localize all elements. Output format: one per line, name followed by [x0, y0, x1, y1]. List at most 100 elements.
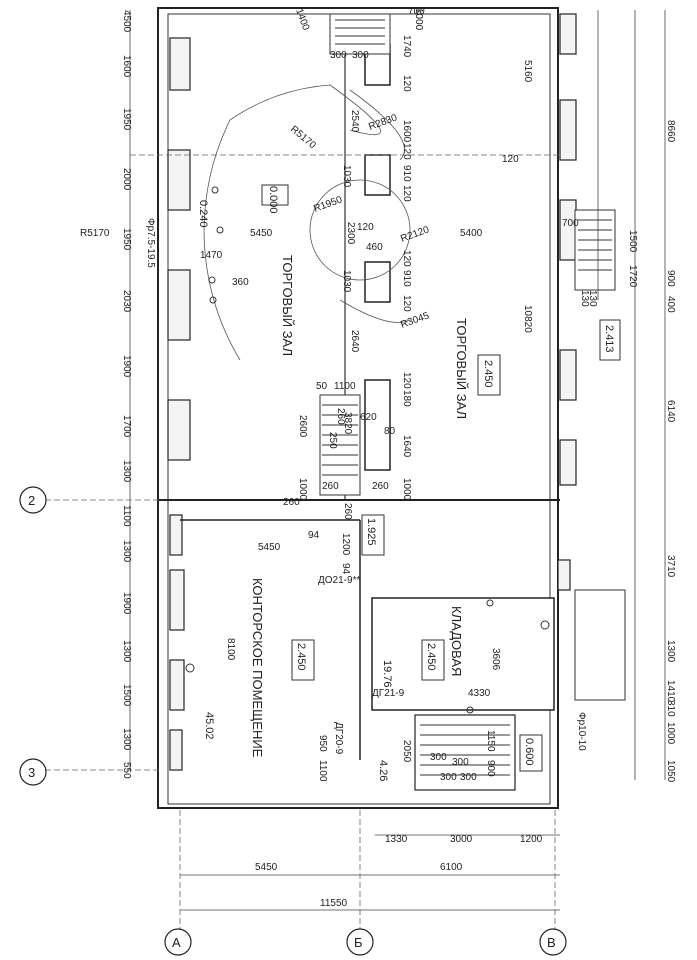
mid-stair	[319, 394, 361, 496]
misc-dim-19: 94	[308, 530, 320, 541]
axis-label-v: В	[547, 935, 556, 950]
misc-dim-30: 950	[317, 735, 328, 752]
equipment-marks	[185, 186, 550, 714]
col-dim-7: 120	[401, 250, 412, 267]
right-entrance-stair	[574, 209, 616, 291]
area-storage: 19.76	[381, 660, 393, 688]
misc-dim-27: 1150	[485, 730, 496, 752]
right-dim-2: 3710	[665, 555, 676, 578]
right-dim-0: 8660	[665, 120, 676, 143]
right-dim-4: 1410	[665, 680, 676, 703]
column-4	[364, 379, 391, 471]
misc-dim-12: 260	[335, 408, 346, 425]
room-label-storage: КЛАДОВАЯ	[449, 606, 464, 676]
misc-dim-22: 5450	[258, 542, 281, 553]
misc-dim-39: 130	[587, 290, 598, 307]
col-dim-10: 180	[401, 390, 412, 407]
col-dim-4: 1030	[341, 165, 352, 188]
misc-dim-33: 1100	[334, 381, 356, 392]
misc-dim-35: 300	[460, 772, 477, 783]
level-box-office	[291, 639, 315, 681]
right-dim-9: 400	[665, 296, 676, 313]
door-mark-dg21: ДГ21-9	[372, 688, 405, 699]
room-label-office: КОНТОРСКОЕ ПОМЕЩЕНИЕ	[250, 578, 265, 758]
bottom-dim-2: 1200	[520, 834, 543, 845]
misc-dim-0: 5450	[250, 228, 273, 239]
door-mark-do21: ДО21-9**	[318, 575, 360, 586]
bottom-dimensions: 1330 3000 1200 5450 6100 11550	[255, 834, 543, 909]
left-dim-8: 1100	[121, 505, 132, 527]
misc-dim-16: 260	[372, 481, 389, 492]
level-box-sales-left	[261, 184, 289, 206]
misc-dim-34: 300	[440, 772, 457, 783]
room-label-sales-right: ТОРГОВЫЙ ЗАЛ	[454, 318, 469, 419]
misc-dim-18: 260	[283, 497, 300, 508]
level-sales-right: 2.450	[482, 360, 494, 388]
left-dim-0: 1600	[121, 55, 132, 78]
right-windows	[557, 13, 577, 591]
misc-dim-17: 260	[342, 503, 353, 520]
misc-dim-32: 50	[316, 381, 328, 392]
misc-dim-10: 620	[360, 412, 377, 423]
radius-arcs	[203, 84, 411, 361]
top-mark-1: 1000	[413, 8, 424, 31]
right-dim-8: 900	[665, 270, 676, 287]
level-box-mid	[361, 514, 385, 556]
right-inner-dim-3: 1720	[627, 265, 638, 288]
column-dimensions: 1740 120 910 120 1030 120 910 120 1030 1…	[330, 35, 412, 501]
level-stair: 0.600	[523, 738, 535, 766]
axis-label-a: А	[172, 935, 181, 950]
bottom-dim-0: 1330	[385, 834, 408, 845]
col-dim-12: 1000	[401, 478, 412, 501]
col-dim-5: 120	[401, 143, 412, 160]
misc-dim-25: 3606	[490, 648, 501, 671]
left-dim-10: 1900	[121, 592, 132, 615]
axis-label-b: Б	[354, 935, 363, 950]
room-labels: ТОРГОВЫЙ ЗАЛ ТОРГОВЫЙ ЗАЛ КОНТОРСКОЕ ПОМ…	[250, 255, 469, 758]
left-dim-4: 2030	[121, 290, 132, 313]
level-box-stair	[519, 734, 543, 772]
left-dim-3: 1950	[121, 228, 132, 251]
left-dim-9: 1300	[121, 540, 132, 563]
col-dim-8: 1030	[341, 270, 352, 293]
right-dim-7: 1050	[665, 760, 676, 783]
misc-dim-15: 260	[322, 481, 339, 492]
col-dim-14: 120	[401, 372, 412, 389]
level-values: 0.000 2.450 2.413 1.925 2.450 2.450 0.60…	[197, 186, 615, 766]
left-windows	[167, 37, 191, 771]
axis-bubble-2	[19, 486, 47, 514]
col-dim-1: 120	[401, 75, 412, 92]
col-dim-13: 1600	[401, 120, 412, 143]
right-inner-dim-4: 700	[562, 218, 579, 229]
left-dim-6: 1700	[121, 415, 132, 438]
room-label-sales-left: ТОРГОВЫЙ ЗАЛ	[280, 255, 295, 356]
misc-dim-13: 250	[327, 432, 338, 449]
misc-dim-5: 2640	[349, 330, 360, 353]
misc-dim-11: 80	[384, 426, 396, 437]
right-dim-5: 310	[665, 700, 676, 717]
level-sales-left: 0.000	[267, 186, 279, 214]
left-dim-7: 1300	[121, 460, 132, 483]
misc-dim-2: 1470	[200, 250, 223, 261]
right-inner-dimensions: 5160 10820 1500 1720 700 130	[522, 60, 638, 333]
misc-dim-28: 900	[485, 760, 496, 777]
col-dim-16: 300	[352, 50, 369, 61]
window-mark-fr7: Фр7.5-19.5	[145, 218, 156, 268]
misc-dim-9: 2600	[297, 415, 308, 438]
misc-dim-26: 2050	[401, 740, 412, 763]
left-dim-11: 1300	[121, 640, 132, 663]
level-small: 0.240	[197, 200, 209, 228]
misc-dim-1: 5400	[460, 228, 483, 239]
area-values: 45.02 19.76 4.26	[203, 660, 393, 781]
right-dim-1: 6140	[665, 400, 676, 423]
column-2	[364, 154, 391, 196]
misc-dim-24: 4330	[468, 688, 491, 699]
misc-dim-23: 8100	[225, 638, 236, 661]
bottom-dim-5: 11550	[320, 898, 348, 909]
radius-0: R5170	[80, 228, 110, 239]
left-dim-5: 1900	[121, 355, 132, 378]
right-dimensions: 8660 6140 3710 1300 1410 310 1000 1050 9…	[665, 120, 676, 783]
level-storage: 2.450	[425, 643, 437, 671]
misc-dim-4: 2540	[349, 110, 360, 133]
